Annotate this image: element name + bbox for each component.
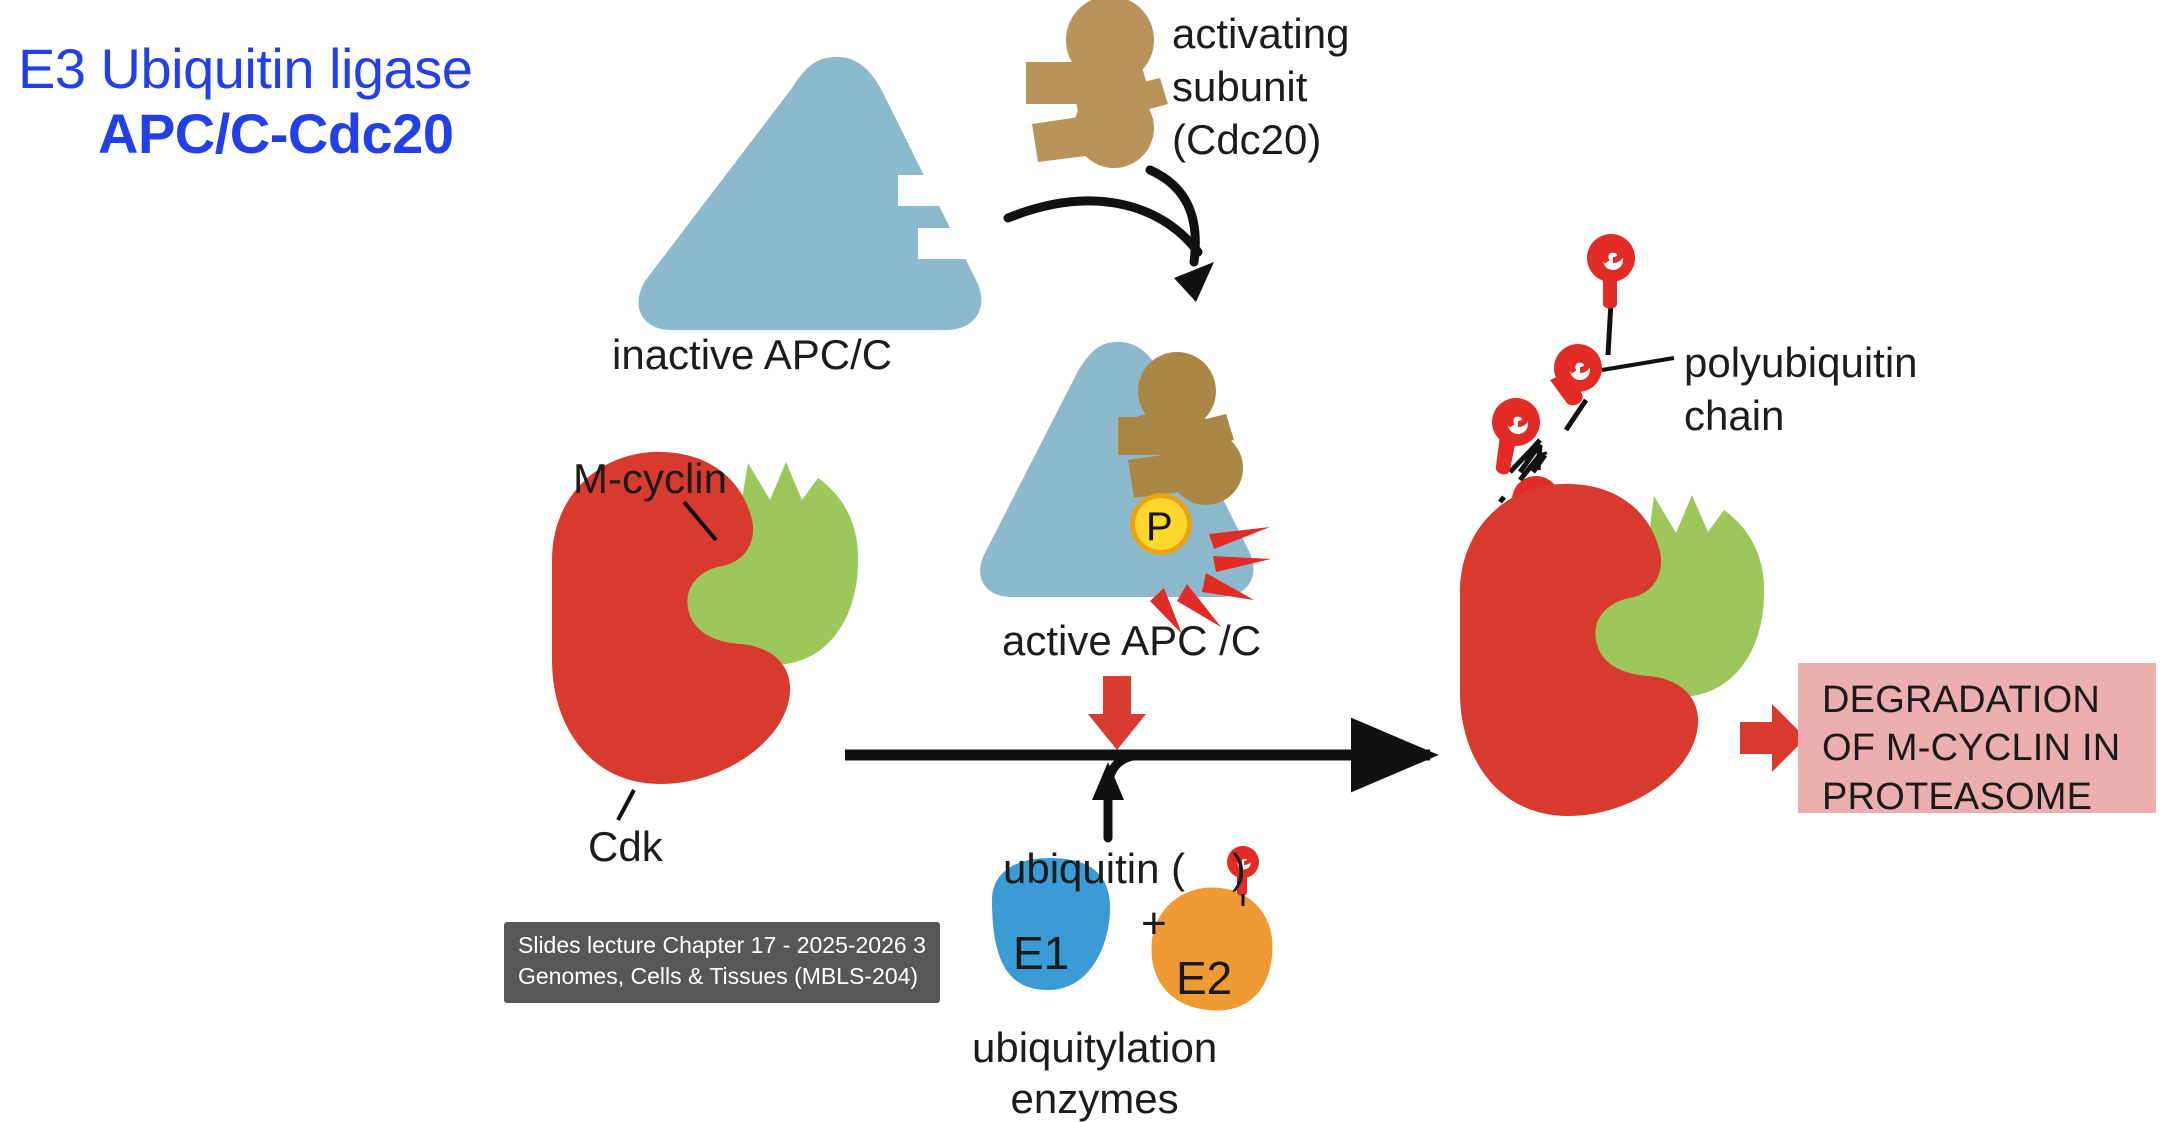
activation-curved-arrow xyxy=(1145,165,1214,302)
cdk-blob-right xyxy=(1460,483,1699,816)
degradation-arrow xyxy=(1740,704,1806,772)
apc-activation-arrow xyxy=(1060,181,1240,262)
degradation-box xyxy=(1798,663,2156,813)
degradation-text: DEGRADATION OF M-CYCLIN IN PROTEASOME xyxy=(1822,679,2121,818)
label-ubiquitylation-enzymes: ubiquitylation enzymes xyxy=(972,1024,1218,1122)
cdc20-subunit-free xyxy=(1026,0,1168,168)
label-e2: E2 xyxy=(1176,952,1233,1004)
label-activating-subunit: activating subunit (Cdc20) xyxy=(1172,10,1350,163)
active-apc-shape xyxy=(980,341,1271,634)
polyubiquitin-leader-line xyxy=(1601,356,1675,372)
slide-watermark-tooltip: Slides lecture Chapter 17 - 2025-2026 3 … xyxy=(504,922,940,1003)
active-apc-down-arrow xyxy=(1088,676,1146,750)
label-active-apc: active APC /C xyxy=(1002,617,1262,664)
ubiquitin-unit xyxy=(1550,344,1602,406)
main-reaction-arrow xyxy=(845,717,1439,843)
label-inactive-apc: inactive APC/C xyxy=(612,331,893,378)
ubiquitin-unit xyxy=(1587,234,1635,309)
label-m-cyclin: M-cyclin xyxy=(573,455,727,502)
label-cdk: Cdk xyxy=(588,823,663,870)
activity-rays xyxy=(1150,527,1271,634)
phosphate-circle xyxy=(1135,498,1187,550)
inactive-apc-shape xyxy=(638,56,1012,330)
label-phosphate: P xyxy=(1146,505,1173,549)
label-e1: E1 xyxy=(1013,927,1070,979)
cdc20-subunit-docked xyxy=(1118,352,1243,505)
label-polyubiquitin-chain: polyubiquitin chain xyxy=(1684,339,1918,439)
cdk-mcyclin-complex-right xyxy=(1460,483,1765,816)
cdk-leader-line xyxy=(616,789,636,821)
cdk-blob-left xyxy=(552,451,791,784)
ubiquitin-unit xyxy=(1492,398,1540,475)
e1-enzyme-blob xyxy=(992,858,1110,990)
page-title-line2: APC/C-Cdc20 xyxy=(98,102,454,165)
page-title-line1: E3 Ubiquitin ligase xyxy=(18,37,473,100)
mcyclin-leader-line xyxy=(682,500,718,542)
e2-enzyme-blob xyxy=(1151,887,1273,1011)
label-plus-sign: + xyxy=(1141,899,1167,948)
cdk-mcyclin-complex-left xyxy=(552,451,859,784)
ubiquitin-inline-glyph xyxy=(1227,846,1259,906)
label-ubiquitin: ubiquitin ( ) xyxy=(1003,845,1246,892)
